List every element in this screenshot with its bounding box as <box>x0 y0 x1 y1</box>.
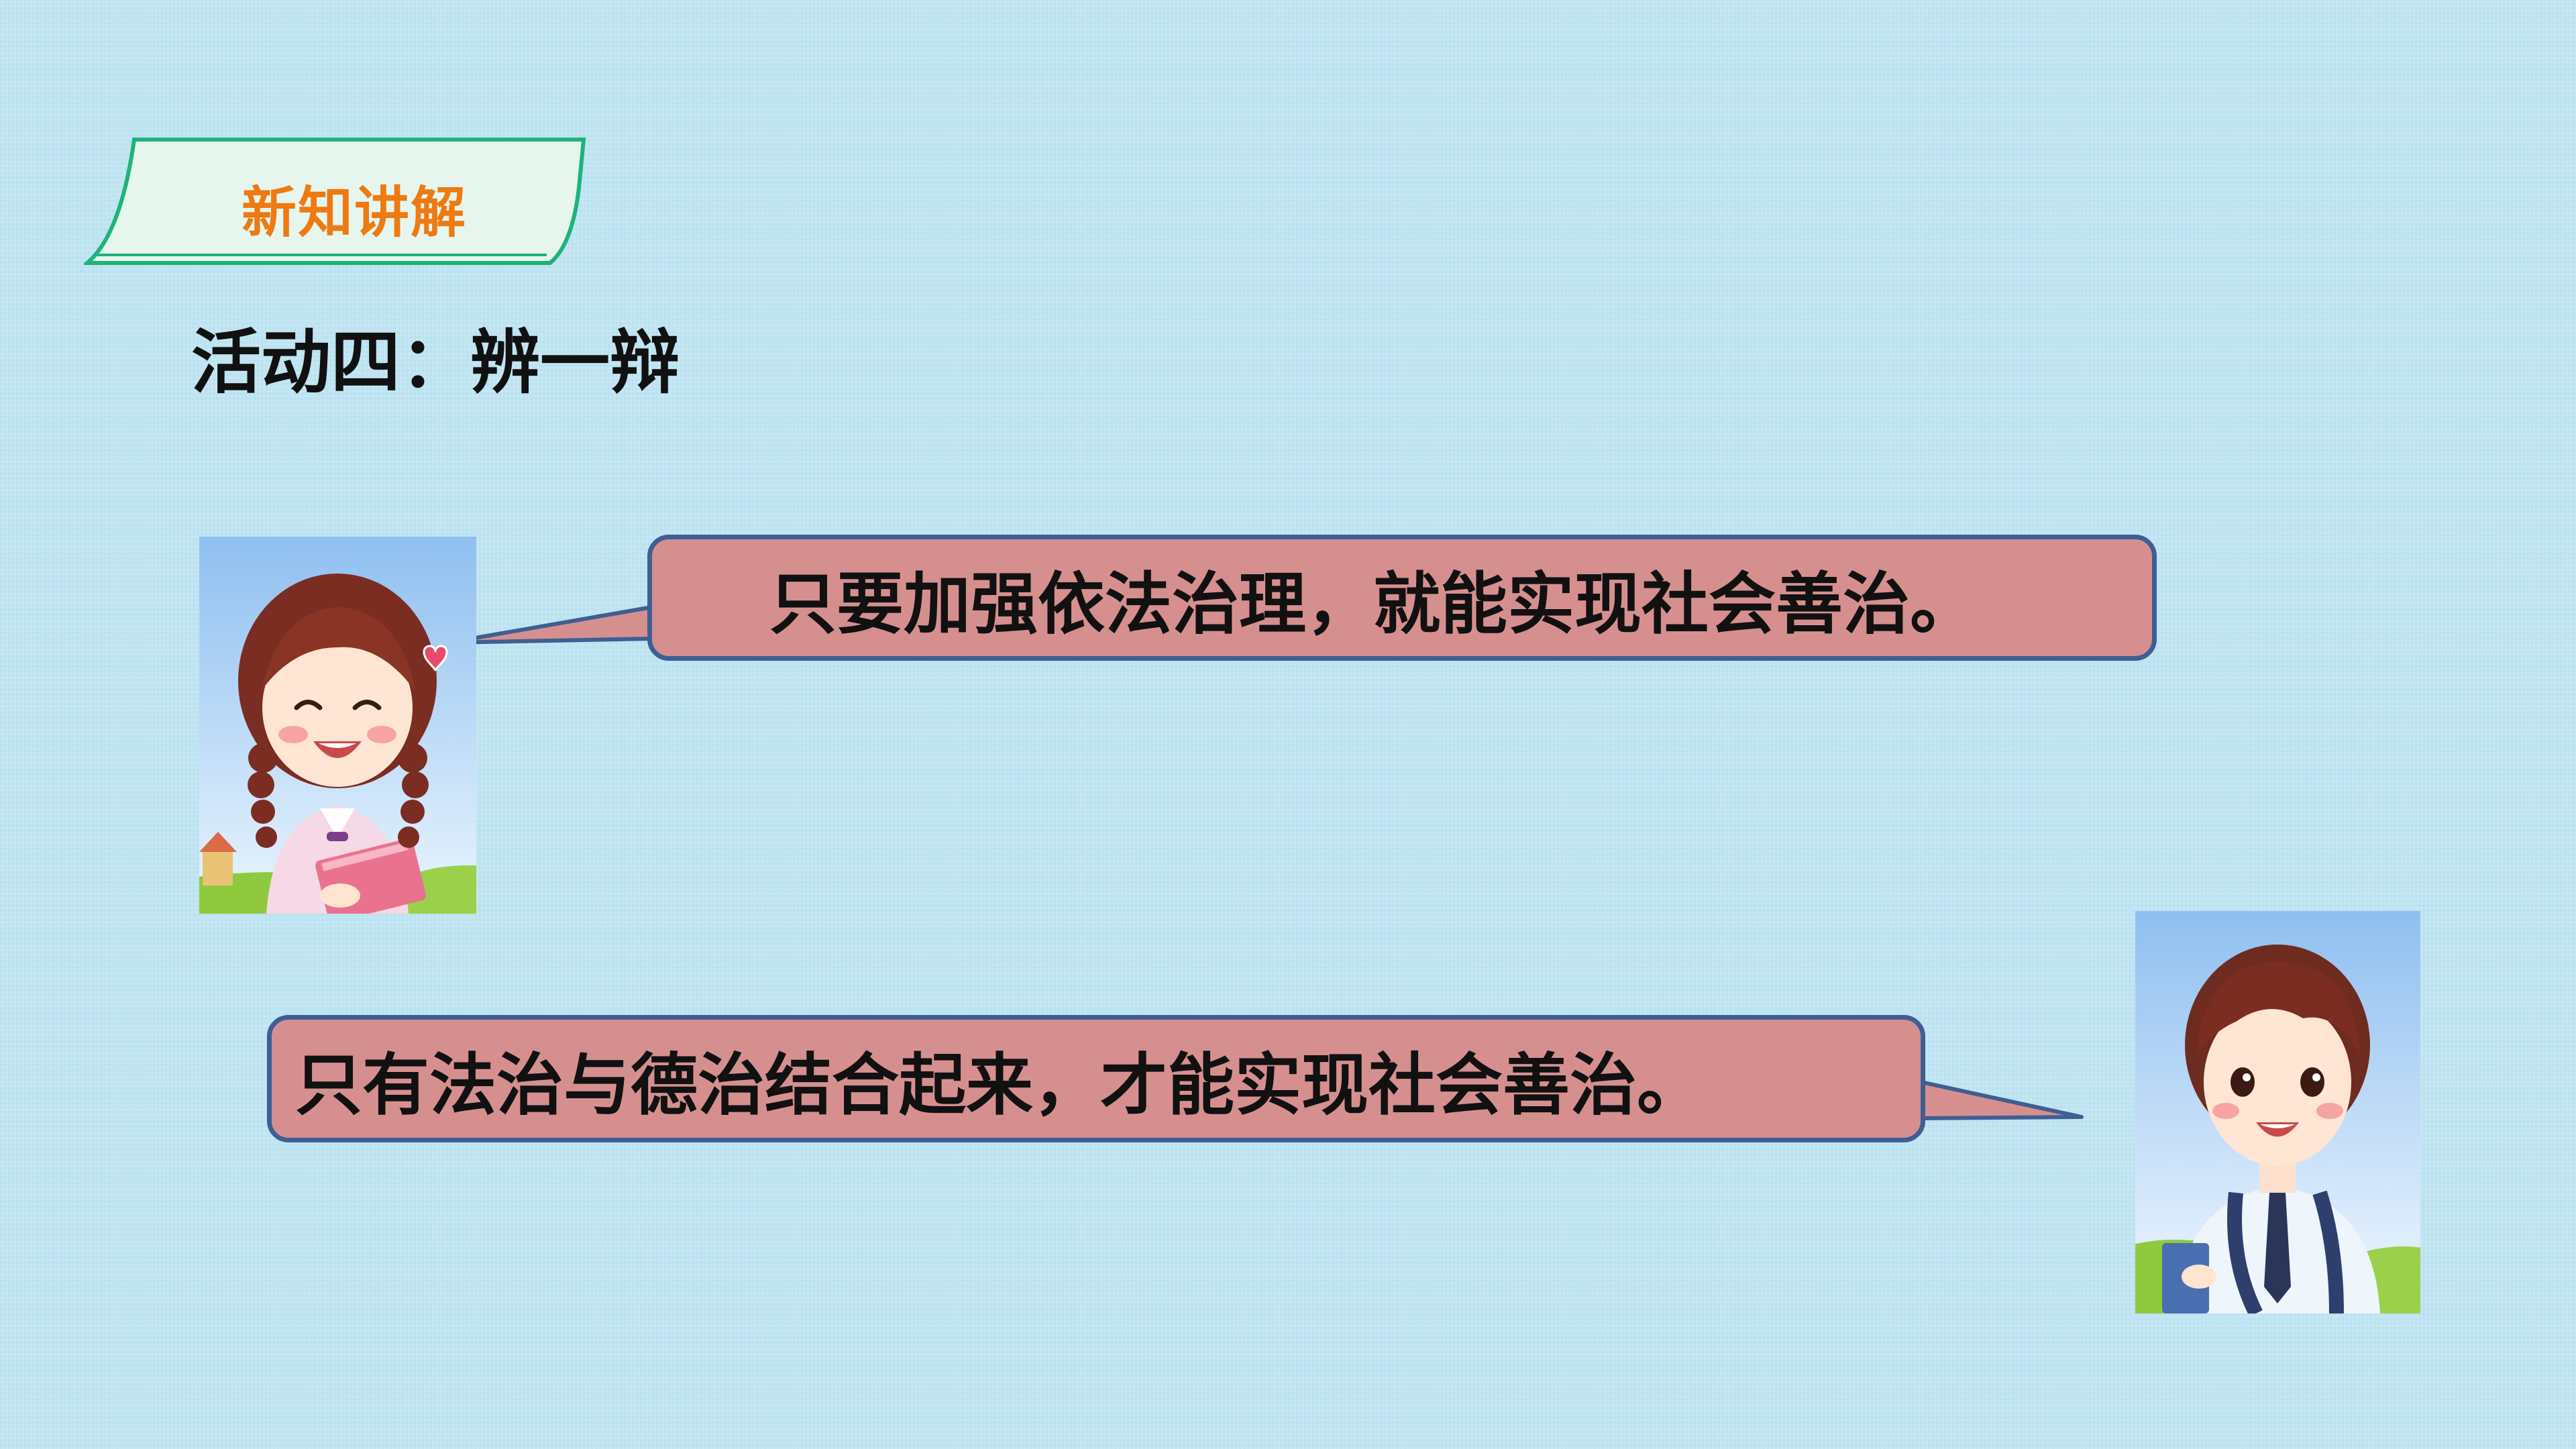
speech-bubble-boy: 只有法治与德治结合起来，才能实现社会善治。 <box>267 1015 1925 1142</box>
bubble-2-tail <box>1919 1080 2084 1120</box>
badge-label: 新知讲解 <box>241 181 468 245</box>
speech-text-boy: 只有法治与德治结合起来，才能实现社会善治。 <box>295 1045 1704 1124</box>
bubble-1-tail <box>446 605 654 645</box>
activity-title: 活动四：辨一辩 <box>191 321 680 403</box>
section-badge: 新知讲解 <box>84 134 594 268</box>
boy-avatar <box>2135 911 2420 1313</box>
badge-shape <box>84 138 586 265</box>
speech-bubble-girl: 只要加强依法治理，就能实现社会善治。 <box>647 535 2157 661</box>
speech-text-girl: 只要加强依法治理，就能实现社会善治。 <box>769 564 1977 643</box>
girl-avatar <box>199 537 476 914</box>
